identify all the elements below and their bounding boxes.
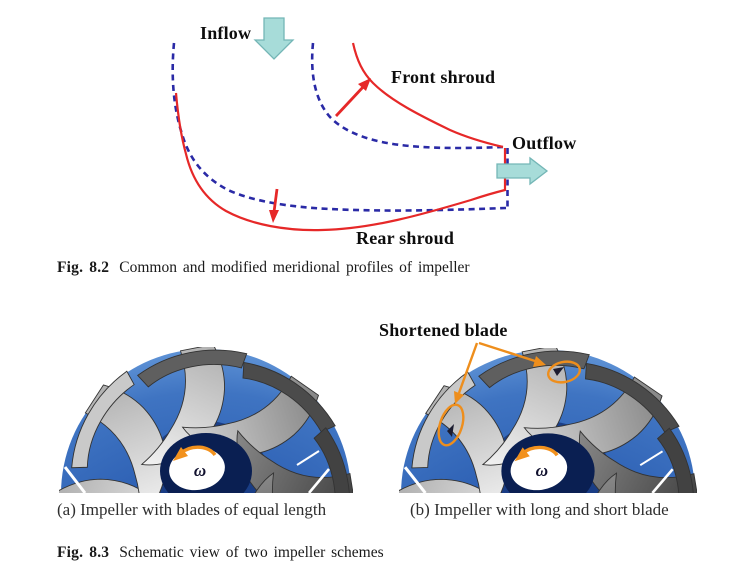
label-front-shroud: Front shroud: [391, 67, 496, 87]
fig-8-3-caption: Fig. 8.3 Schematic view of two impeller s…: [57, 544, 384, 562]
fig-8-3-caption-tag: Fig. 8.3: [57, 544, 110, 561]
fig-8-2-caption-tag: Fig. 8.2: [57, 259, 110, 276]
rear-shroud-common-profile-curve: [171, 42, 507, 212]
impeller-a-image: [59, 347, 353, 493]
label-outflow: Outflow: [512, 133, 577, 153]
fig-8-2-caption-text: Common and modified meridional profiles …: [119, 259, 470, 276]
rear-shroud-pointer-icon: [269, 188, 279, 223]
label-inflow: Inflow: [200, 23, 252, 43]
meridional-profile-diagram: [171, 17, 549, 232]
front-shroud-modified-profile-curve: [351, 42, 504, 149]
impeller-b-image: [399, 348, 697, 493]
fig-8-3-caption-text: Schematic view of two impeller schemes: [119, 544, 384, 561]
rear-shroud-modified-profile-curve: [174, 92, 507, 232]
subcaption-a: (a) Impeller with blades of equal length: [57, 500, 327, 519]
label-rear-shroud: Rear shroud: [356, 228, 455, 248]
subcaption-b: (b) Impeller with long and short blade: [410, 500, 669, 519]
front-shroud-common-profile-curve: [310, 42, 504, 150]
front-shroud-pointer-icon: [334, 78, 371, 117]
inflow-arrow-icon: [253, 17, 295, 60]
outflow-arrow-icon: [496, 156, 549, 186]
label-shortened-blade: Shortened blade: [379, 320, 508, 340]
fig-8-2-caption: Fig. 8.2 Common and modified meridional p…: [57, 259, 470, 277]
